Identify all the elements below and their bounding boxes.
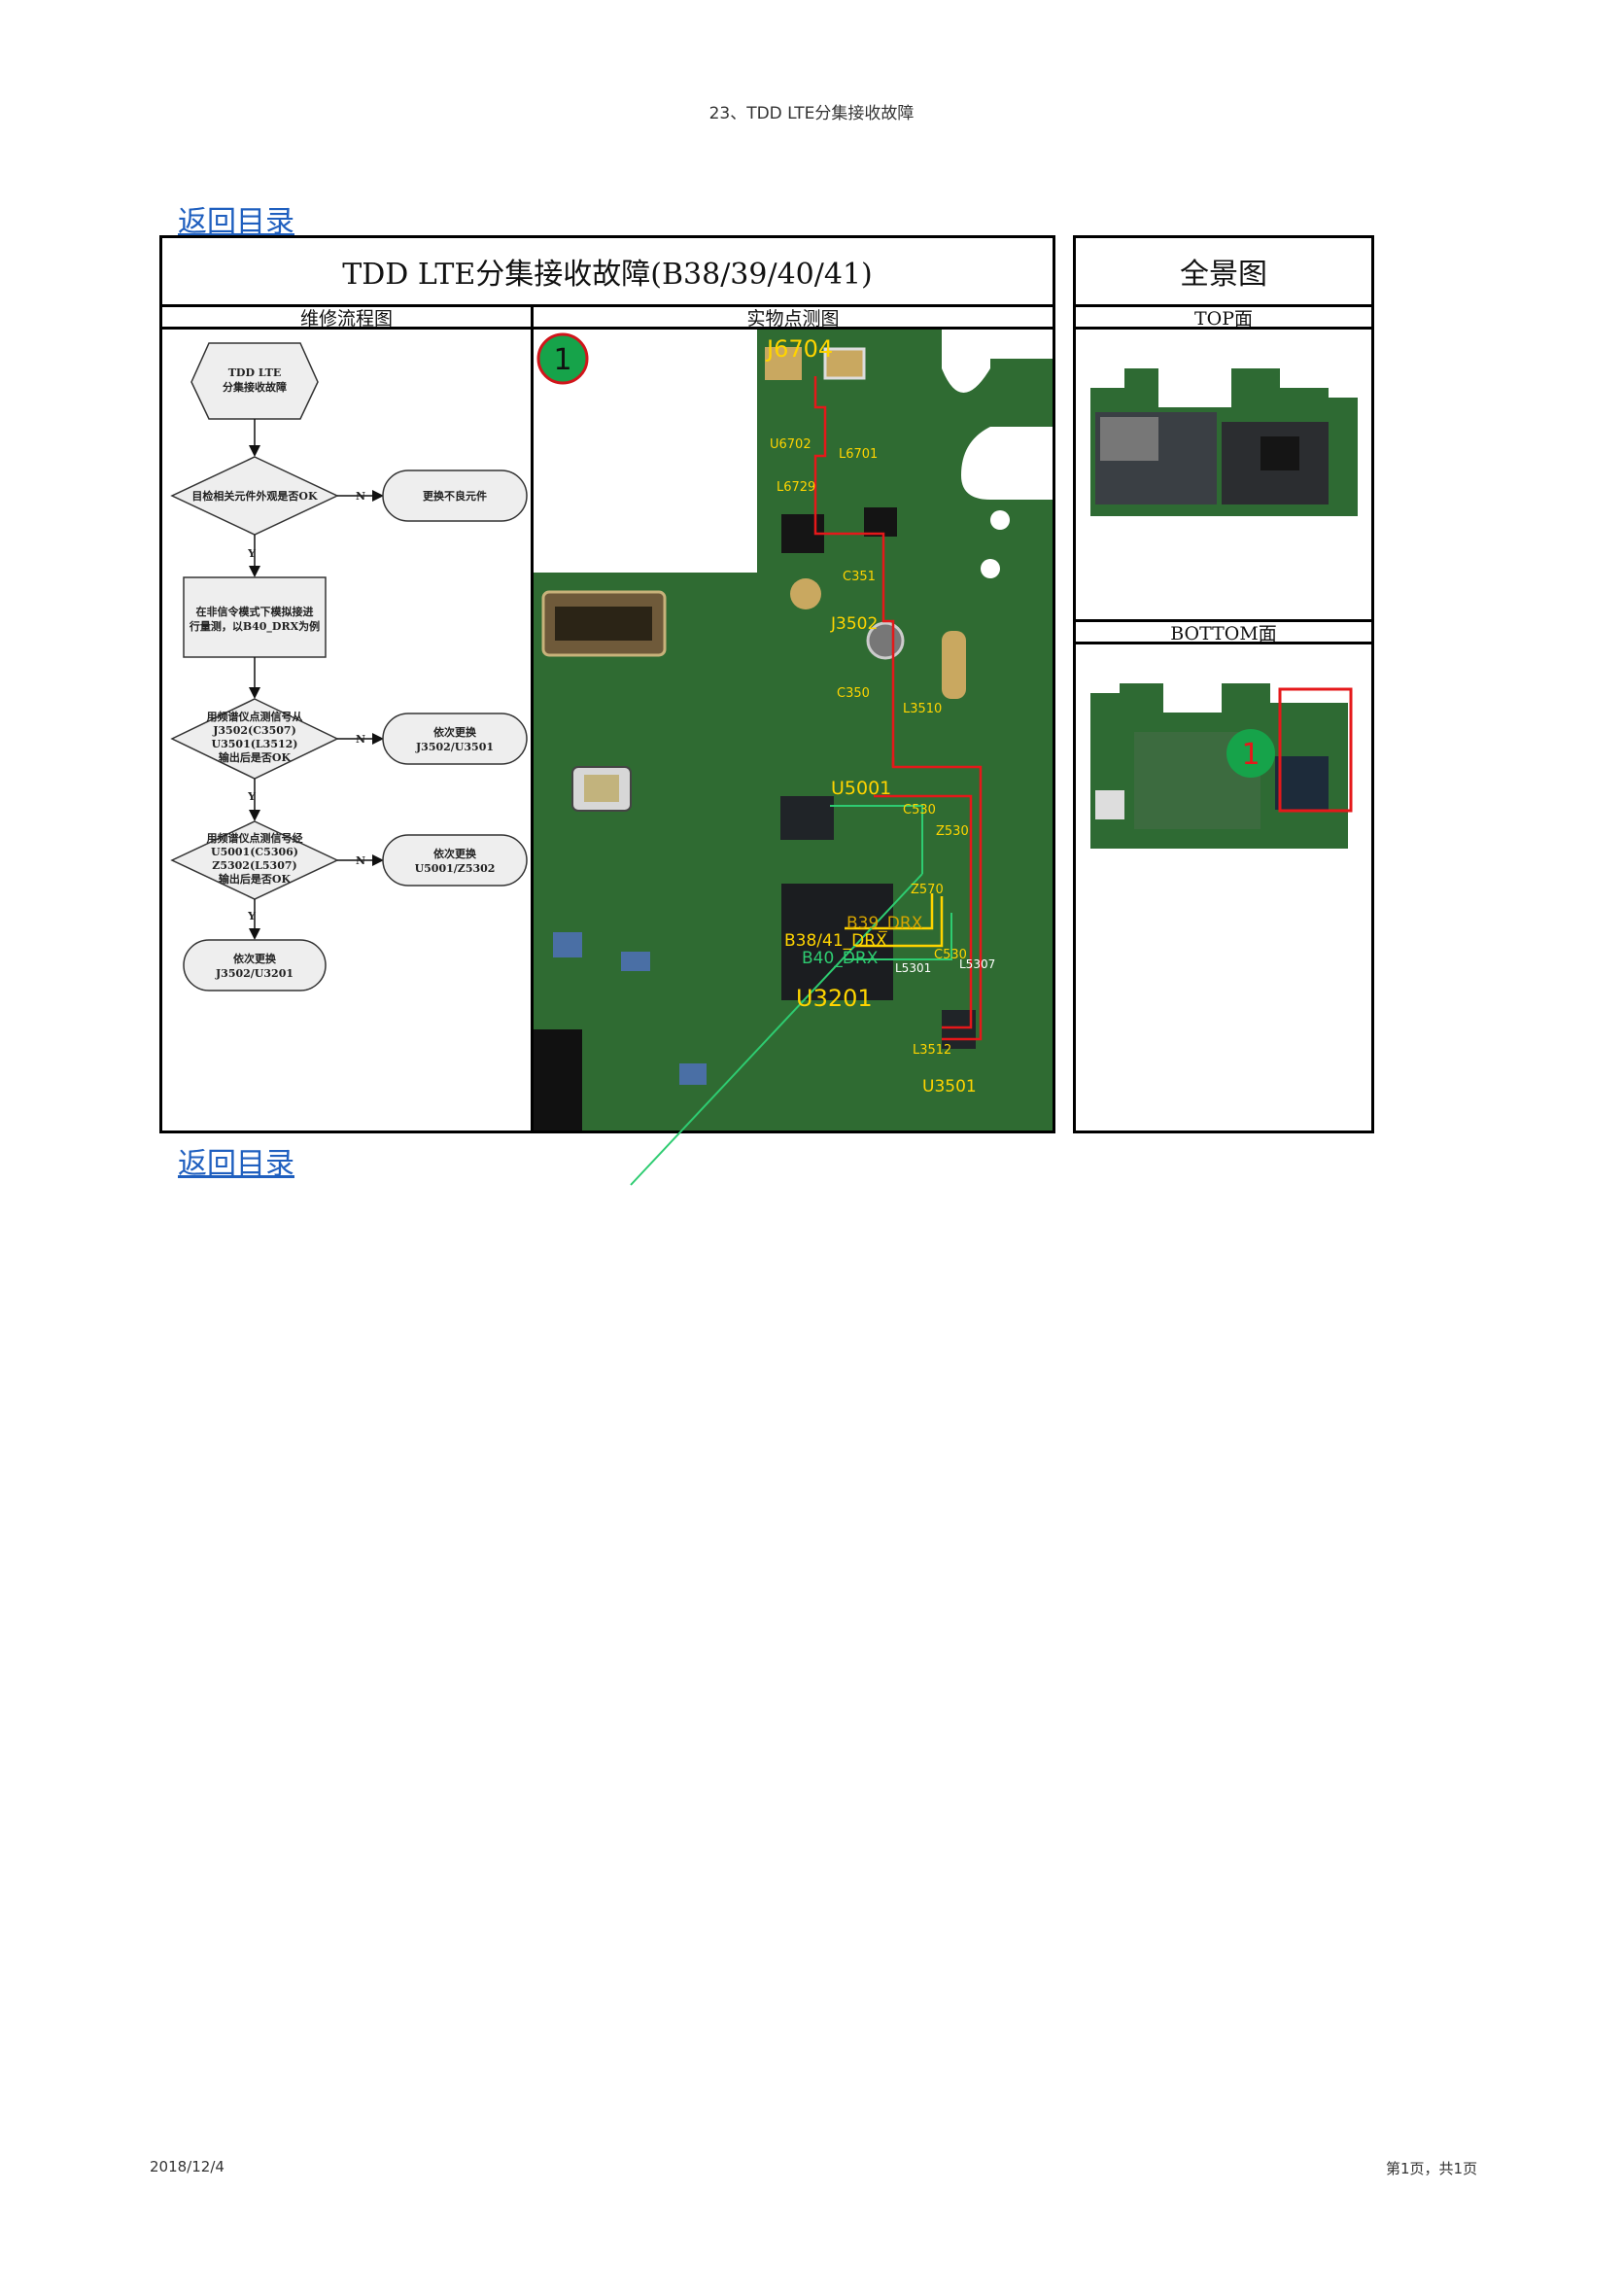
overview-marker-number: 1 — [1241, 738, 1260, 772]
label-l3512: L3512 — [913, 1043, 951, 1058]
action-3-line-2: U5001/Z5302 — [415, 862, 496, 875]
flowchart-panel: TDD LTE 分集接收故障 目检相关元件外观是否OK N 更换不良元件 Y 在… — [159, 327, 534, 1133]
overview-title: 全景图 — [1073, 235, 1374, 307]
label-b39-drx: B39_DRX — [846, 914, 923, 933]
marker-number: 1 — [553, 343, 571, 377]
label-c530-b: C530 — [934, 948, 967, 962]
label-u3201: U3201 — [796, 985, 873, 1012]
start-line-1: TDD LTE — [228, 366, 282, 379]
flowchart: TDD LTE 分集接收故障 目检相关元件外观是否OK N 更换不良元件 Y 在… — [170, 342, 528, 991]
end-line-2: J3502/U3201 — [215, 967, 294, 980]
question-2-line-4: 输出后是否OK — [219, 750, 292, 764]
no-label-2: N — [356, 733, 365, 746]
end-line-1: 依次更换 — [233, 952, 277, 965]
back-to-toc-link-bottom[interactable]: 返回目录 — [178, 1147, 294, 1181]
marker-circle — [536, 332, 589, 385]
label-b38-41-drx: B38/41_DRX — [784, 931, 887, 951]
step-1-line-2: 行量测，以B40_DRX为例 — [189, 619, 320, 634]
question-1: 目检相关元件外观是否OK — [191, 489, 318, 503]
action-1-shape — [382, 470, 528, 522]
label-b40-drx: B40_DRX — [802, 949, 879, 968]
question-2-line-3: U3501(L3512) — [212, 738, 298, 750]
start-line-2: 分集接收故障 — [223, 380, 287, 394]
yes-label-3: Y — [247, 910, 256, 922]
highlight-box — [1278, 687, 1353, 813]
bottom-label: BOTTOM面 — [1073, 619, 1374, 644]
action-1: 更换不良元件 — [423, 489, 487, 503]
action-3-shape — [382, 834, 528, 887]
action-2-line-1: 依次更换 — [433, 725, 477, 739]
label-l5307: L5307 — [959, 957, 995, 971]
label-c530: C530 — [903, 803, 936, 818]
no-label-3: N — [356, 854, 365, 867]
top-view-image — [1090, 368, 1358, 516]
label-l5301: L5301 — [895, 961, 931, 975]
question-3-line-1: 用频谱仪点测信号经 — [207, 831, 303, 845]
chip-u6702 — [864, 507, 897, 537]
footer-page: 第1页，共1页 — [1386, 2160, 1478, 2177]
label-z530: Z530 — [936, 824, 969, 839]
chip-u5001 — [780, 796, 834, 840]
label-u3501: U3501 — [922, 1077, 977, 1096]
label-j3502: J3502 — [830, 614, 878, 634]
footer-date: 2018/12/4 — [150, 2158, 224, 2175]
label-c351: C351 — [843, 570, 876, 584]
overview-marker-circle — [1226, 729, 1275, 778]
action-2-shape — [382, 713, 528, 765]
label-j6704: J6704 — [765, 335, 833, 363]
question-2-line-1: 用频谱仪点测信号从 — [207, 710, 303, 723]
question-3-line-2: U5001(C5306) — [211, 846, 298, 858]
label-l6701: L6701 — [839, 447, 878, 462]
pcb-photo-panel: 1 J6704 U6702 L6701 L6729 C351 J3502 C35… — [531, 327, 1055, 1186]
top-view-panel — [1073, 327, 1374, 622]
label-u6702: U6702 — [770, 437, 812, 452]
label-l6729: L6729 — [777, 480, 815, 495]
top-label: TOP面 — [1073, 304, 1374, 330]
step-1-shape — [183, 576, 327, 658]
pcb-photo: 1 J6704 U6702 L6701 L6729 C351 J3502 C35… — [534, 330, 1053, 1186]
back-to-toc-link[interactable]: 返回目录 — [178, 205, 294, 239]
label-c350: C350 — [837, 686, 870, 701]
label-u5001: U5001 — [831, 778, 891, 799]
step-1-line-1: 在非信令模式下模拟接进 — [196, 605, 314, 618]
pcb-board — [534, 330, 1053, 1131]
chip-u3201 — [781, 884, 893, 1000]
question-3-line-3: Z5302(L5307) — [212, 859, 296, 872]
yes-label-1: Y — [247, 547, 256, 560]
label-l3510: L3510 — [903, 702, 942, 716]
trace-green-leader — [630, 873, 923, 1186]
start-shape — [190, 342, 319, 420]
bottom-view-panel: 1 — [1073, 642, 1374, 1133]
question-2-line-2: J3502(C3507) — [212, 724, 296, 737]
action-3-line-1: 依次更换 — [433, 847, 477, 860]
end-shape — [183, 939, 327, 991]
bottom-view-image: 1 — [1090, 683, 1353, 849]
page-header: 23、TDD LTE分集接收故障 — [708, 104, 915, 123]
yes-label-2: Y — [247, 790, 256, 803]
action-2-line-2: J3502/U3501 — [415, 741, 494, 753]
no-label-1: N — [356, 490, 365, 503]
trace-red — [813, 376, 983, 1041]
label-z570: Z570 — [911, 883, 944, 897]
main-title: TDD LTE分集接收故障(B38/39/40/41) — [159, 235, 1055, 307]
question-3-line-4: 输出后是否OK — [219, 872, 292, 886]
